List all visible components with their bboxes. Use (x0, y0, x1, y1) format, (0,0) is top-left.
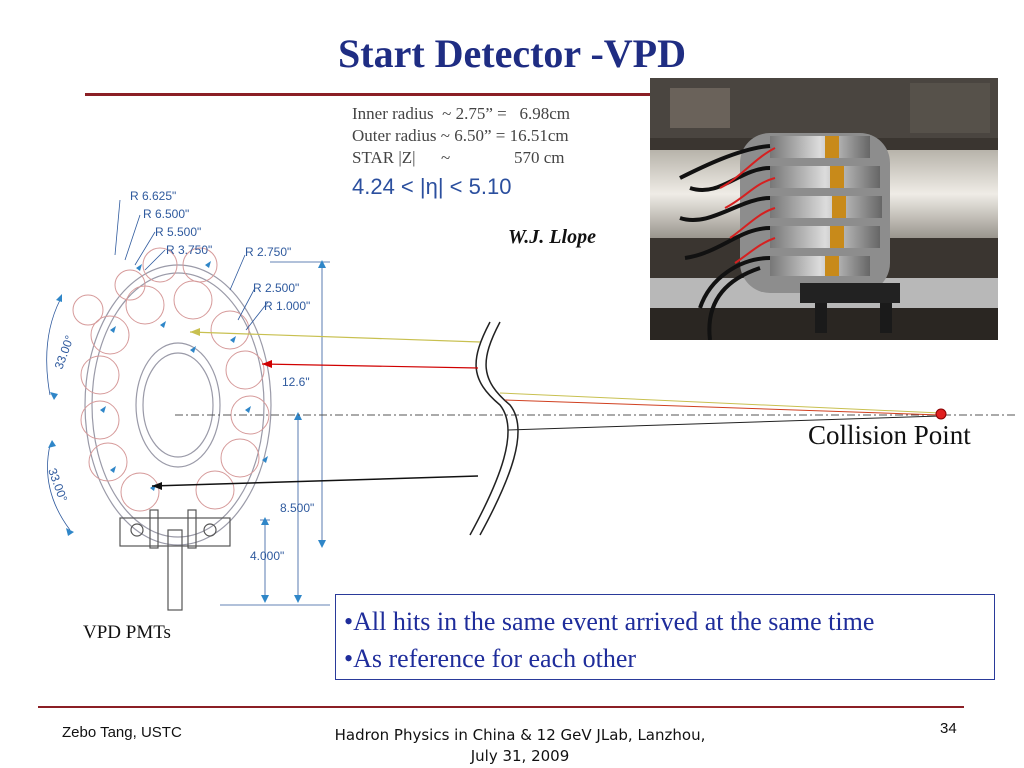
label-8-500: 8.500" (280, 501, 314, 515)
spec-inner-radius: Inner radius ~ 2.75” = 6.98cm (352, 104, 571, 123)
label-r6625: R 6.625" (130, 189, 176, 203)
ray-yellow-near (189, 331, 481, 343)
footer-conference-line2: July 31, 2009 (470, 747, 570, 765)
footer-conference-line1: Hadron Physics in China & 12 GeV JLab, L… (334, 726, 706, 744)
distance-break-symbol (469, 321, 519, 536)
label-r5500: R 5.500" (155, 225, 201, 239)
ray-black-near (151, 475, 479, 487)
note-same-time: •All hits in the same event arrived at t… (344, 607, 875, 636)
label-12-6: 12.6" (282, 375, 310, 389)
spec-eta-range: 4.24 < |η| < 5.10 (352, 174, 512, 199)
footer-conference: Hadron Physics in China & 12 GeV JLab, L… (300, 725, 740, 767)
collision-point-dot (935, 408, 947, 420)
footer-divider (38, 706, 964, 708)
spec-star-z: STAR |Z| ~ 570 cm (352, 148, 565, 167)
ray-black-far (507, 415, 941, 431)
vpd-pmts-label: VPD PMTs (83, 622, 171, 643)
photo-credit: W.J. Llope (508, 226, 596, 248)
ray-red-near (261, 363, 479, 369)
label-r1000: R 1.000" (264, 299, 310, 313)
label-r2750: R 2.750" (245, 245, 291, 259)
title-divider (85, 93, 650, 96)
page-number: 34 (940, 720, 957, 737)
footer-author: Zebo Tang, USTC (62, 724, 182, 741)
ray-yellow-far (499, 392, 941, 414)
label-r3750: R 3.750" (166, 243, 212, 257)
label-r2500: R 2.500" (253, 281, 299, 295)
slide-title: Start Detector -VPD (338, 31, 686, 76)
notes-box: •All hits in the same event arrived at t… (335, 594, 995, 680)
label-r6500: R 6.500" (143, 207, 189, 221)
spec-outer-radius: Outer radius ~ 6.50” = 16.51cm (352, 126, 569, 145)
label-4-000: 4.000" (250, 549, 284, 563)
note-reference: •As reference for each other (344, 644, 637, 673)
label-angle-top: 33.00° (52, 333, 77, 371)
collision-point-label: Collision Point (808, 420, 971, 450)
vpd-detector-photo (650, 78, 998, 340)
ray-red-far (504, 399, 941, 416)
